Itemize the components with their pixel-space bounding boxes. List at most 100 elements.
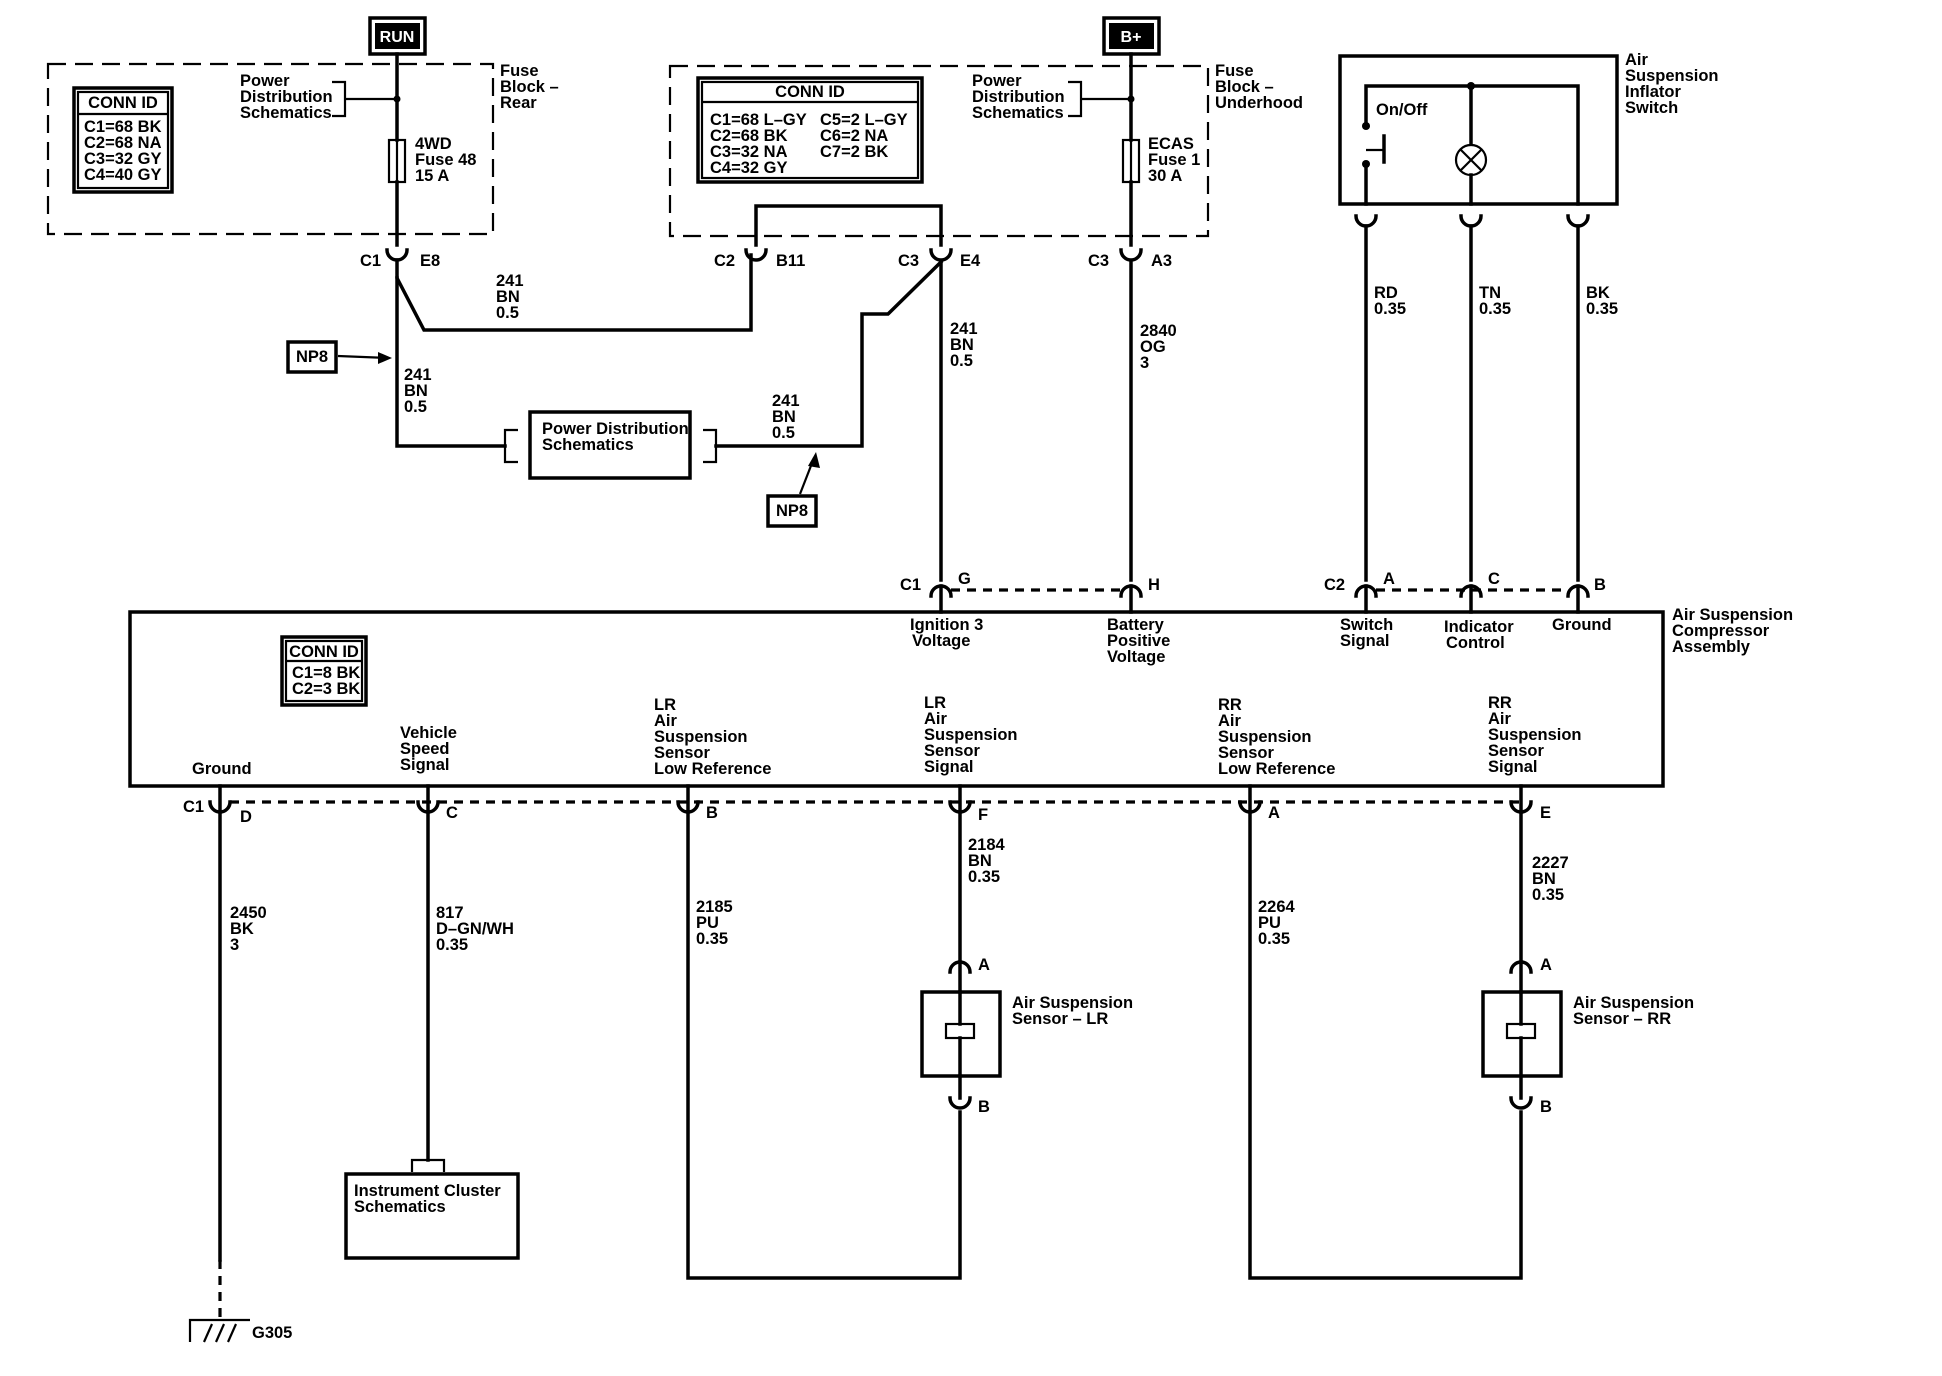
svg-text:Control: Control [1446, 634, 1505, 652]
wire-241-top-label: 241 BN 0.5 [496, 272, 524, 322]
svg-text:2227: 2227 [1532, 854, 1569, 872]
underhood-internal-bus [754, 204, 943, 247]
svg-text:Air Suspension: Air Suspension [1672, 606, 1793, 624]
svg-text:Signal: Signal [400, 756, 450, 774]
svg-text:0.5: 0.5 [772, 424, 795, 442]
svg-text:Voltage: Voltage [1107, 648, 1165, 666]
pin-label-lr-sig: LR Air Suspension Sensor Signal [924, 694, 1018, 776]
ground-g305-icon: G305 [188, 1318, 292, 1343]
svg-text:H: H [1148, 576, 1160, 594]
svg-text:241: 241 [404, 366, 432, 384]
svg-text:C1: C1 [360, 252, 381, 270]
svg-text:RR: RR [1218, 696, 1242, 714]
svg-text:B: B [978, 1098, 990, 1116]
fuse-block-rear-label: Fuse Block – Rear [500, 62, 559, 112]
svg-text:Battery: Battery [1107, 616, 1165, 634]
svg-text:C3: C3 [1088, 252, 1109, 270]
svg-text:Assembly: Assembly [1672, 638, 1751, 656]
svg-text:BK: BK [1586, 284, 1610, 302]
svg-text:Rear: Rear [500, 94, 537, 112]
svg-text:0.35: 0.35 [1586, 300, 1618, 318]
wire-2450-label: 2450 BK 3 [230, 904, 267, 954]
svg-text:Underhood: Underhood [1215, 94, 1303, 112]
pin-label-vss: Vehicle Speed Signal [400, 724, 457, 774]
svg-text:C2=68 BK: C2=68 BK [710, 127, 788, 145]
svg-text:241: 241 [950, 320, 978, 338]
svg-text:Sensor – RR: Sensor – RR [1573, 1010, 1671, 1028]
pin-label-ground-top: Ground [1552, 616, 1612, 634]
svg-text:C2=3 BK: C2=3 BK [292, 680, 360, 698]
svg-text:C3=32 GY: C3=32 GY [84, 150, 162, 168]
svg-text:0.35: 0.35 [1258, 930, 1290, 948]
svg-text:Ignition 3: Ignition 3 [910, 616, 983, 634]
svg-text:G: G [958, 570, 971, 588]
wire-241-left [395, 276, 507, 448]
power-distribution-box: Power Distribution Schematics [503, 410, 718, 480]
connector-c3-a3: C3 A3 [1088, 248, 1172, 270]
svg-text:Low Reference: Low Reference [1218, 760, 1335, 778]
connector-c1-e8: C1 E8 [360, 248, 440, 270]
svg-text:Suspension: Suspension [1488, 726, 1582, 744]
svg-text:CONN ID: CONN ID [289, 643, 359, 661]
compressor-assembly-box [128, 610, 1665, 788]
svg-text:CONN ID: CONN ID [88, 94, 158, 112]
svg-text:BN: BN [404, 382, 428, 400]
svg-text:Switch: Switch [1340, 616, 1393, 634]
wire-2264-label: 2264 PU 0.35 [1258, 898, 1296, 948]
np8-mid-marker: NP8 [766, 452, 820, 528]
svg-text:NP8: NP8 [296, 348, 328, 366]
svg-text:Speed: Speed [400, 740, 450, 758]
wire-bk-label: BK 0.35 [1586, 284, 1618, 318]
wire-241-left-label: 241 BN 0.5 [404, 366, 432, 416]
svg-text:RD: RD [1374, 284, 1398, 302]
compressor-bottom-connectors: C1 D C B F A E [183, 784, 1551, 826]
power-distribution-left-label: Power Distribution Schematics [240, 72, 397, 122]
inflator-switch: Air Suspension Inflator Switch On/Off [1338, 51, 1719, 206]
svg-text:817: 817 [436, 904, 464, 922]
svg-text:Low Reference: Low Reference [654, 760, 771, 778]
svg-text:C2: C2 [714, 252, 735, 270]
svg-text:BN: BN [950, 336, 974, 354]
svg-text:BN: BN [496, 288, 520, 306]
indicator-lamp-icon [1454, 143, 1488, 177]
svg-text:E: E [1540, 804, 1551, 822]
svg-text:Fuse: Fuse [1215, 62, 1254, 80]
fuse-ecas: ECAS Fuse 1 30 A [1121, 52, 1200, 247]
svg-text:Distribution: Distribution [972, 88, 1065, 106]
pin-label-ignition: Ignition 3 Voltage [910, 616, 983, 650]
svg-text:Signal: Signal [1340, 632, 1390, 650]
compressor-title: Air Suspension Compressor Assembly [1672, 606, 1793, 656]
conn-id-compressor: CONN ID C1=8 BK C2=3 BK [280, 635, 368, 707]
svg-text:BN: BN [772, 408, 796, 426]
svg-text:BK: BK [230, 920, 254, 938]
power-distribution-right-label: Power Distribution Schematics [972, 72, 1131, 122]
svg-text:Instrument Cluster: Instrument Cluster [354, 1182, 501, 1200]
bplus-label: B+ [1121, 29, 1142, 46]
wire-2840-label: 2840 OG 3 [1140, 322, 1177, 372]
svg-text:Sensor: Sensor [1218, 744, 1275, 762]
connector-c2-b11: C2 B11 [714, 248, 805, 270]
svg-text:Signal: Signal [1488, 758, 1538, 776]
wire-241-e4-label: 241 BN 0.5 [950, 320, 978, 370]
svg-text:0.35: 0.35 [1374, 300, 1406, 318]
svg-text:2450: 2450 [230, 904, 267, 922]
svg-text:Air Suspension: Air Suspension [1573, 994, 1694, 1012]
pin-label-rr-low: RR Air Suspension Sensor Low Reference [1218, 696, 1335, 778]
svg-text:Positive: Positive [1107, 632, 1170, 650]
svg-text:LR: LR [924, 694, 946, 712]
svg-text:B11: B11 [776, 252, 805, 270]
svg-text:2840: 2840 [1140, 322, 1177, 340]
wire-2185-label: 2185 PU 0.35 [696, 898, 733, 948]
wire-2184-label: 2184 BN 0.35 [968, 836, 1006, 886]
conn-id-rear: CONN ID C1=68 BK C2=68 NA C3=32 GY C4=40… [72, 86, 174, 194]
svg-text:0.35: 0.35 [436, 936, 468, 954]
wire-241-mid [714, 259, 944, 448]
svg-text:Fuse: Fuse [500, 62, 539, 80]
svg-text:B: B [706, 804, 718, 822]
svg-text:C: C [446, 804, 458, 822]
svg-text:Air: Air [654, 712, 678, 730]
svg-text:241: 241 [496, 272, 524, 290]
svg-text:C4=40 GY: C4=40 GY [84, 166, 162, 184]
svg-text:OG: OG [1140, 338, 1166, 356]
svg-text:0.35: 0.35 [1479, 300, 1511, 318]
